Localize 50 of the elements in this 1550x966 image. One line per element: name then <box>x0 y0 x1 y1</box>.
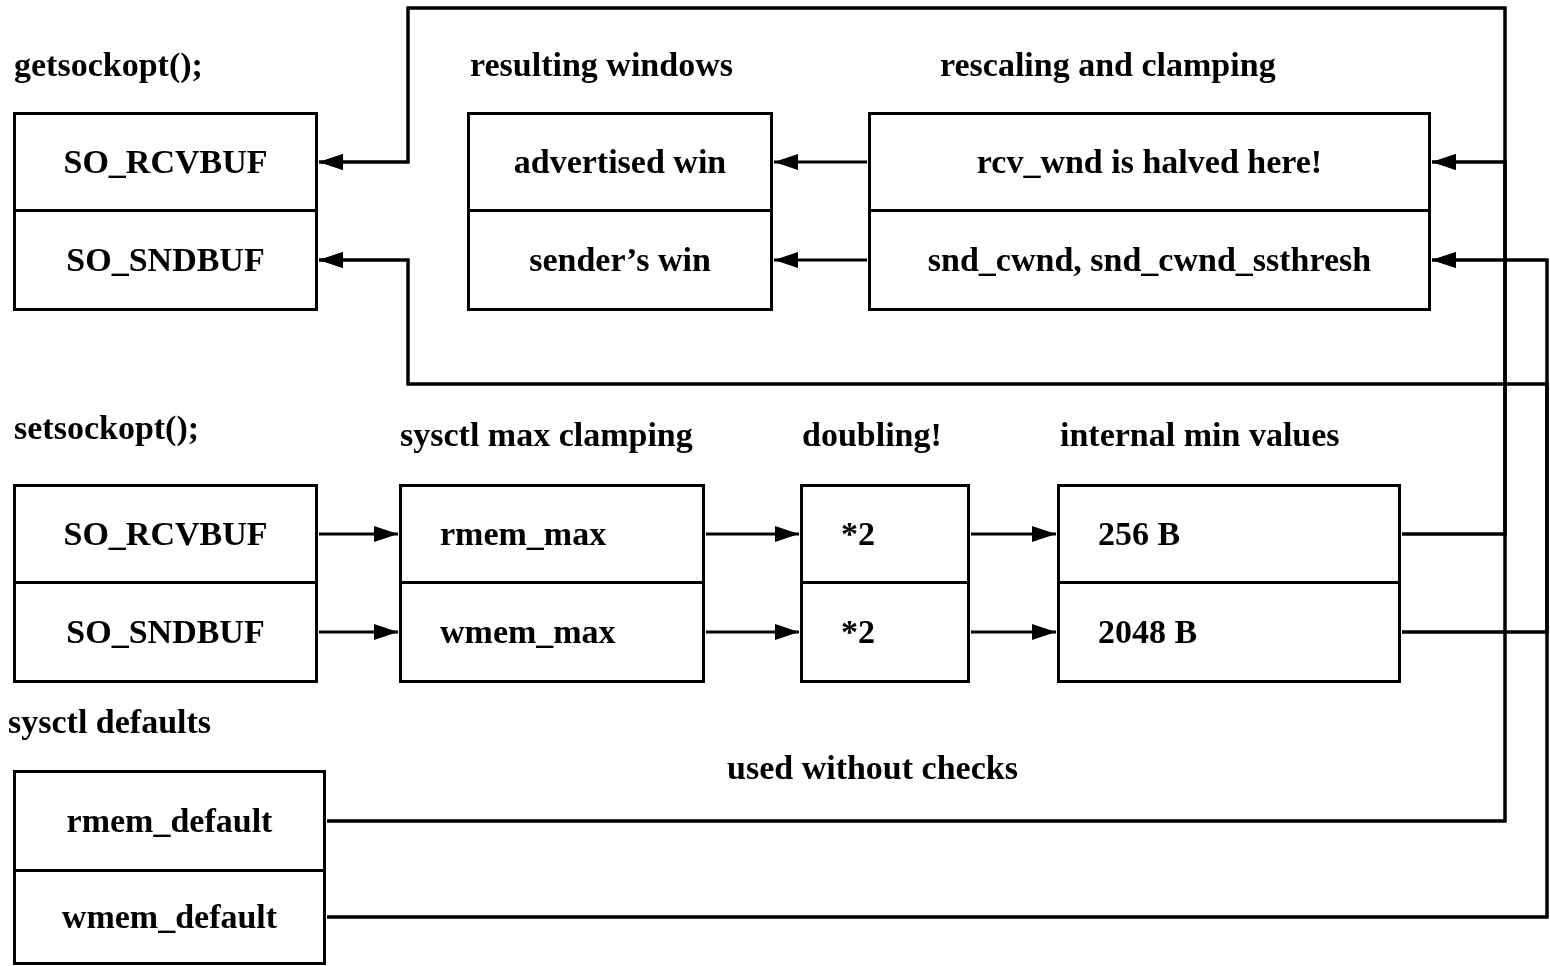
process-box <box>13 581 318 683</box>
arrow <box>706 526 799 542</box>
arrow <box>319 526 398 542</box>
box-label: rmem_default <box>66 802 273 840</box>
section-heading: getsockopt(); <box>14 45 203 85</box>
box-label: wmem_max <box>440 613 616 651</box>
box-label: *2 <box>841 613 875 651</box>
section-heading: internal min values <box>1060 415 1340 455</box>
arrow <box>774 154 867 170</box>
box-label: SO_RCVBUF <box>63 515 268 553</box>
section-heading: setsockopt(); <box>14 408 200 448</box>
process-box <box>13 869 326 965</box>
process-box <box>13 112 318 212</box>
box-label: rcv_wnd is halved here! <box>976 143 1323 181</box>
process-box <box>800 484 970 584</box>
process-box <box>868 112 1431 212</box>
process-box <box>800 581 970 683</box>
box-label: snd_cwnd, snd_cwnd_ssthresh <box>927 241 1372 279</box>
process-box <box>1057 484 1401 584</box>
box-label: 256 B <box>1098 515 1181 553</box>
arrow <box>971 526 1056 542</box>
box-label: SO_RCVBUF <box>63 143 268 181</box>
arrow <box>319 624 398 640</box>
box-label: sender’s win <box>529 241 711 279</box>
process-box <box>13 484 318 584</box>
process-box <box>13 209 318 311</box>
process-box <box>399 581 705 683</box>
box-label: SO_SNDBUF <box>66 613 265 651</box>
box-label: *2 <box>841 515 875 553</box>
section-heading: used without checks <box>727 748 1018 788</box>
box-label: rmem_max <box>440 515 607 553</box>
arrow <box>774 252 867 268</box>
section-heading: sysctl max clamping <box>400 415 693 455</box>
section-heading: doubling! <box>802 415 942 455</box>
arrow <box>706 624 799 640</box>
box-label: wmem_default <box>61 898 278 936</box>
process-box <box>13 770 326 872</box>
section-heading: resulting windows <box>470 45 733 85</box>
box-label: advertised win <box>513 143 727 181</box>
process-box <box>467 112 773 212</box>
process-box <box>399 484 705 584</box>
process-box <box>467 209 773 311</box>
box-label: 2048 B <box>1098 613 1198 651</box>
box-label: SO_SNDBUF <box>66 241 265 279</box>
section-heading: rescaling and clamping <box>940 45 1276 85</box>
arrow <box>971 624 1056 640</box>
section-heading: sysctl defaults <box>8 702 212 742</box>
process-box <box>1057 581 1401 683</box>
arrow <box>319 6 1507 823</box>
process-box <box>868 209 1431 311</box>
